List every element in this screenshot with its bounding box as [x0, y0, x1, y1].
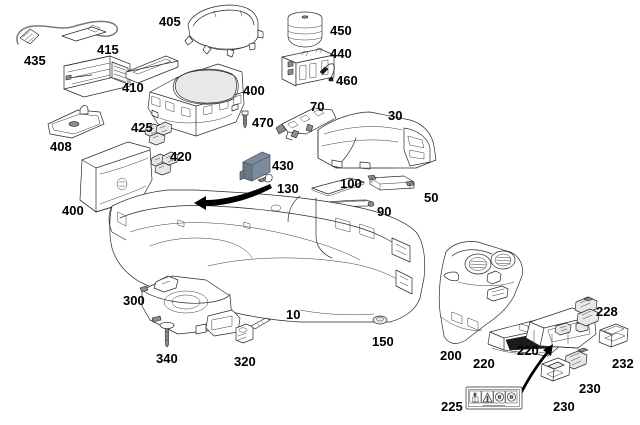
callout-425: 425	[131, 120, 153, 135]
callout-300: 300	[123, 293, 145, 308]
assembly-arrow-2	[519, 344, 553, 396]
part-rear-storage-tray-220b	[525, 307, 597, 349]
callout-232: 232	[612, 356, 634, 371]
callout-100: 100	[340, 176, 362, 191]
callout-228: 228	[596, 304, 618, 319]
callout-470: 470	[252, 115, 274, 130]
airbag-off-icon-2	[505, 390, 518, 404]
callout-130: 130	[277, 181, 299, 196]
callout-340: 340	[156, 351, 178, 366]
part-switch-pair-228	[574, 296, 600, 327]
callout-10: 10	[286, 307, 301, 322]
part-armrest-lid-30	[317, 111, 437, 170]
callout-220-b: 220	[517, 343, 539, 358]
part-switch-block-232	[598, 323, 629, 348]
airbag-off-icon	[493, 390, 506, 404]
warning-triangle-icon	[481, 390, 494, 404]
assembly-arrow	[194, 184, 272, 210]
part-slide-rail-50	[367, 174, 415, 191]
child-seat-icon	[469, 390, 482, 404]
part-upper-bracket-frame-405	[184, 4, 264, 58]
callout-230-b: 230	[553, 399, 575, 414]
part-armrest-storage-upper-400	[147, 63, 245, 137]
part-screw-pin-470	[241, 110, 249, 129]
part-round-canister-450	[287, 11, 323, 48]
part-flat-mat-100	[311, 177, 365, 197]
callout-450: 450	[330, 23, 352, 38]
part-storage-bin-400	[79, 141, 153, 213]
part-cupholder-mechanism-300	[139, 275, 241, 337]
callout-220-a: 220	[473, 356, 495, 371]
part-base-plate-408	[47, 105, 105, 139]
callout-90: 90	[377, 204, 392, 219]
callout-320: 320	[234, 354, 256, 369]
part-accent-block-430	[239, 151, 271, 182]
part-rail-bracket-70	[275, 107, 337, 141]
part-control-module-415	[63, 55, 131, 98]
part-screw-130	[257, 173, 273, 183]
part-grommet-cap-150	[372, 315, 388, 325]
callout-400-top: 400	[243, 83, 265, 98]
callout-410: 410	[122, 80, 144, 95]
callout-420: 420	[170, 149, 192, 164]
callout-200: 200	[440, 348, 462, 363]
part-switch-small-b-230	[540, 357, 571, 382]
callout-415: 415	[97, 42, 119, 57]
part-warning-label-225	[465, 386, 523, 410]
callout-70: 70	[310, 99, 325, 114]
part-cable-harness-435	[16, 20, 119, 45]
callout-50: 50	[424, 190, 439, 205]
part-lock-cylinder-320	[235, 317, 271, 344]
callout-225: 225	[441, 399, 463, 414]
part-screw-long-340	[159, 322, 175, 348]
callout-408: 408	[50, 139, 72, 154]
callout-460: 460	[336, 73, 358, 88]
part-module-box-440	[281, 47, 335, 87]
callout-440: 440	[330, 46, 352, 61]
callout-30: 30	[388, 108, 403, 123]
callout-150: 150	[372, 334, 394, 349]
part-clip-fastener-460	[319, 63, 335, 82]
callout-400-left: 400	[62, 203, 84, 218]
part-rear-vent-panel-200	[438, 241, 523, 344]
callout-405: 405	[159, 14, 181, 29]
part-trim-frame-410	[125, 55, 179, 84]
callout-230-a: 230	[579, 381, 601, 396]
part-clip-set-a-425	[144, 121, 173, 146]
callout-435: 435	[24, 53, 46, 68]
callout-430: 430	[272, 158, 294, 173]
